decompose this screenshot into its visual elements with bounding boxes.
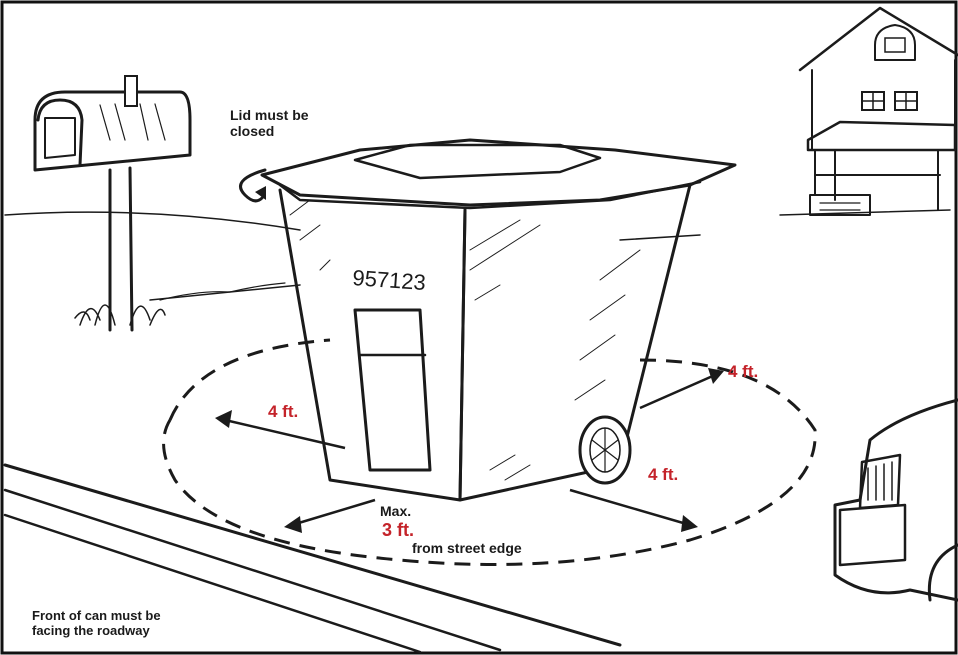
lid-instruction-line1: Lid must be bbox=[230, 107, 309, 123]
dist-back-label: 4 ft. bbox=[728, 362, 758, 382]
lid-instruction: Lid must be closed bbox=[230, 107, 309, 139]
max-value: 3 ft. bbox=[382, 520, 414, 541]
front-instruction: Front of can must be facing the roadway bbox=[32, 609, 161, 639]
max-label: Max. bbox=[380, 503, 411, 519]
cart-id-label: 957123 bbox=[352, 265, 427, 295]
dist-right-label: 4 ft. bbox=[648, 465, 678, 485]
front-instruction-line1: Front of can must be bbox=[32, 609, 161, 624]
dist-left-label: 4 ft. bbox=[268, 402, 298, 422]
max-suffix: from street edge bbox=[412, 540, 522, 556]
lid-instruction-line2: closed bbox=[230, 123, 309, 139]
front-instruction-line2: facing the roadway bbox=[32, 624, 161, 639]
